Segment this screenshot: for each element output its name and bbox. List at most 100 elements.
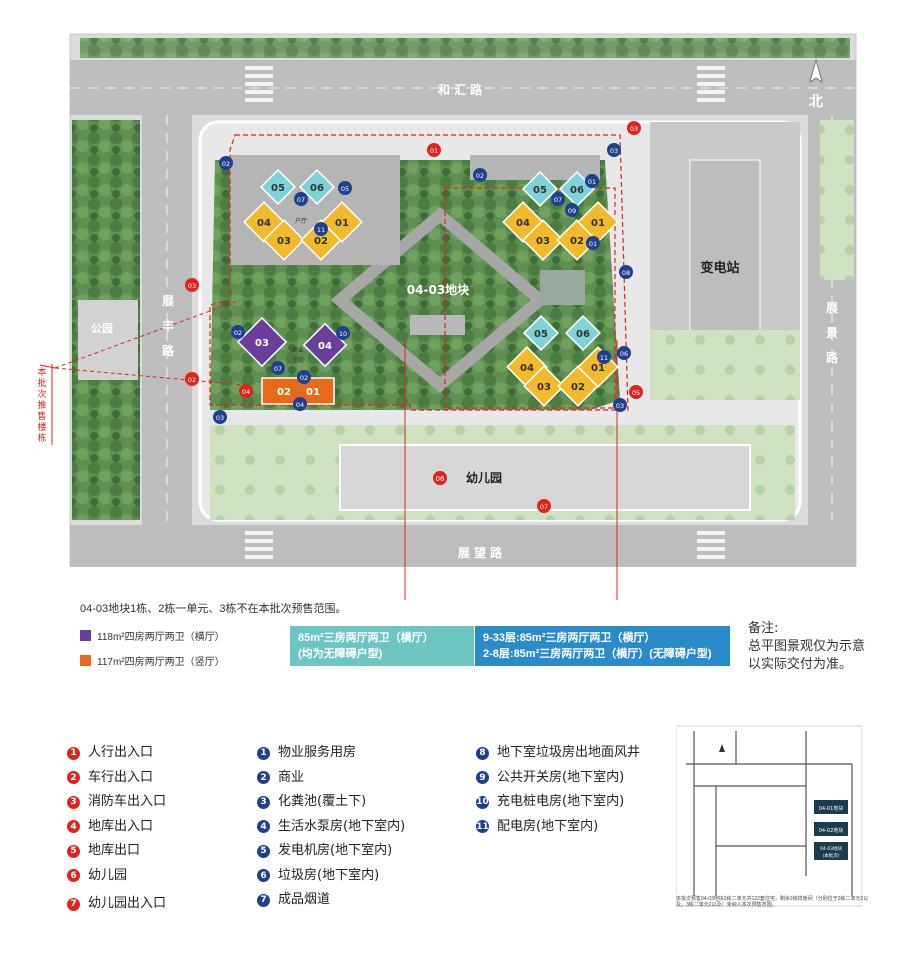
svg-text:07: 07 xyxy=(297,196,305,204)
svg-text:01: 01 xyxy=(589,240,597,248)
presale-note: 04-03地块1栋、2栋一单元、3栋不在本批次预售范围。 xyxy=(80,603,347,615)
svg-text:03: 03 xyxy=(536,236,550,247)
svg-text:04: 04 xyxy=(242,388,250,396)
mini-map: 04-01地块 04-02地块 04-03地块 (本批次) xyxy=(676,725,862,907)
svg-text:03: 03 xyxy=(616,402,624,410)
park-label: 公园 xyxy=(91,322,113,335)
svg-text:03: 03 xyxy=(610,147,618,155)
svg-text:05: 05 xyxy=(534,329,548,340)
svg-text:06: 06 xyxy=(570,185,584,196)
svg-text:02: 02 xyxy=(476,172,484,180)
svg-text:06: 06 xyxy=(620,350,628,358)
svg-text:01: 01 xyxy=(591,218,605,229)
svg-text:04-03地块: 04-03地块 xyxy=(820,845,843,852)
svg-text:栋: 栋 xyxy=(37,432,46,444)
svg-text:02: 02 xyxy=(234,329,242,337)
svg-text:03: 03 xyxy=(630,125,638,133)
svg-text:本: 本 xyxy=(37,366,46,378)
svg-text:04: 04 xyxy=(257,218,271,229)
svg-text:07: 07 xyxy=(540,503,548,511)
svg-text:04: 04 xyxy=(520,363,534,374)
svg-text:06: 06 xyxy=(436,475,445,483)
blue-markers: 02 02 03 02 03 07 11 05 07 09 01 01 08 0… xyxy=(213,143,633,424)
svg-text:08: 08 xyxy=(622,269,630,277)
mini-map-caption: 本批次预售04-03地块2栋二单元共122套住宅，剩余2栋样板间（分别位于2栋二… xyxy=(676,896,869,908)
svg-text:03: 03 xyxy=(255,338,269,349)
svg-text:户厅: 户厅 xyxy=(295,217,307,225)
svg-text:06: 06 xyxy=(310,183,324,194)
svg-text:01: 01 xyxy=(430,147,438,155)
svg-text:售: 售 xyxy=(37,410,46,422)
legend-swatch-orange xyxy=(80,655,91,666)
north-arrow-icon: 北 xyxy=(809,58,823,110)
svg-text:05: 05 xyxy=(271,183,285,194)
road-north-label: 和 汇 路 xyxy=(437,82,483,97)
svg-text:01: 01 xyxy=(591,363,605,374)
svg-text:展: 展 xyxy=(162,294,174,308)
substation-label: 变电站 xyxy=(700,260,739,276)
red-markers: 01 03 03 02 04 05 07 xyxy=(185,121,643,513)
svg-text:三层: 三层 xyxy=(292,357,304,364)
svg-text:04-02地块: 04-02地块 xyxy=(819,827,844,834)
svg-text:04: 04 xyxy=(516,218,530,229)
svg-text:丰: 丰 xyxy=(162,318,174,333)
plot-label: 04-03地块 xyxy=(407,282,470,297)
road-south-label: 展 望 路 xyxy=(458,545,503,560)
svg-text:04: 04 xyxy=(296,401,304,409)
svg-text:商业: 商业 xyxy=(292,346,304,354)
svg-text:路: 路 xyxy=(826,350,839,365)
svg-text:03: 03 xyxy=(216,414,224,422)
svg-text:(本批次): (本批次) xyxy=(822,852,839,859)
svg-text:01: 01 xyxy=(335,218,349,229)
svg-text:02: 02 xyxy=(300,374,308,382)
side-label-presale: 本 批 次 推 售 楼 栋 xyxy=(37,364,53,445)
mini-north-icon xyxy=(719,744,725,752)
svg-text:05: 05 xyxy=(533,185,547,196)
legend-orange: 117m²四房两厅两卫（竖厅） xyxy=(80,653,225,668)
svg-text:11: 11 xyxy=(317,226,325,234)
svg-text:路: 路 xyxy=(162,343,175,358)
svg-text:02: 02 xyxy=(277,387,291,398)
svg-text:03: 03 xyxy=(277,236,291,247)
svg-text:景: 景 xyxy=(826,326,838,340)
info-box-teal: 85m²三房两厅两卫（横厅） (均为无障碍户型) xyxy=(290,626,474,666)
svg-text:北: 北 xyxy=(809,94,823,110)
svg-text:11: 11 xyxy=(600,354,608,362)
site-plan-map: 04 03 02 01 04 03 02 01 04 03 02 01 05 0… xyxy=(37,33,857,600)
svg-text:次: 次 xyxy=(37,388,46,400)
svg-text:01: 01 xyxy=(588,178,596,186)
svg-text:10: 10 xyxy=(339,330,347,338)
kindergarten-label: 幼儿园 xyxy=(466,470,502,485)
svg-text:02: 02 xyxy=(188,376,196,384)
svg-text:03: 03 xyxy=(537,382,551,393)
svg-text:06: 06 xyxy=(576,329,590,340)
remark: 备注: 总平图景观仅为示意 以实际交付为准。 xyxy=(748,621,866,672)
svg-text:05: 05 xyxy=(341,185,349,193)
legend-swatch-purple xyxy=(80,630,91,641)
svg-text:02: 02 xyxy=(222,160,230,168)
svg-text:展: 展 xyxy=(826,301,838,315)
svg-text:推: 推 xyxy=(37,399,46,411)
svg-text:07: 07 xyxy=(274,365,282,373)
svg-text:04: 04 xyxy=(318,341,332,352)
legend-purple: 118m²四房两厅两卫（横厅） xyxy=(80,628,225,643)
